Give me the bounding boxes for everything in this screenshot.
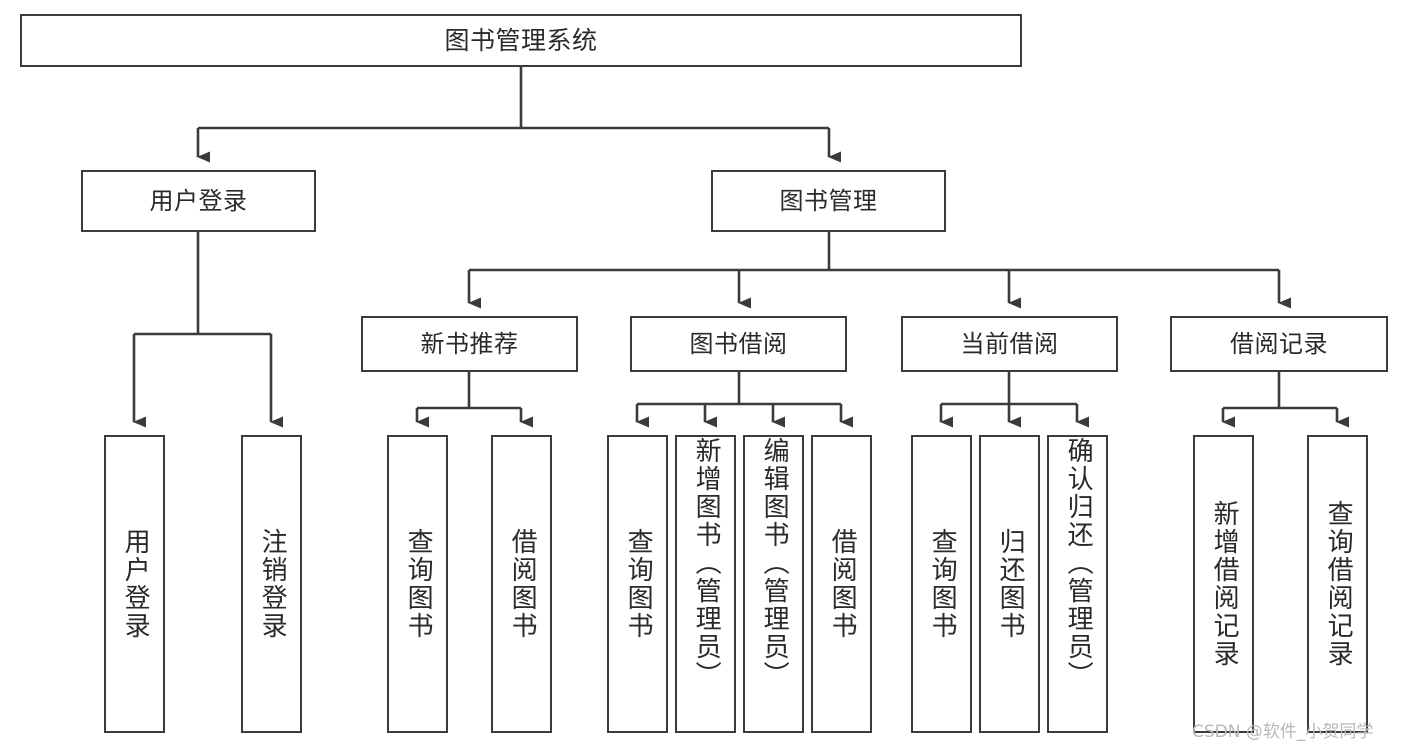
watermark: CSDN @软件_小贺同学 [1192,717,1373,742]
leaf-return-book-label: 归还图书 [995,528,1026,640]
watermark-text: CSDN @软件_小贺同学 [1192,722,1374,742]
node-borrow-records-label: 借阅记录 [1230,330,1328,358]
leaf-return-book[interactable]: 归还图书 [979,435,1040,733]
node-user-login-label: 用户登录 [149,187,248,215]
leaf-query-book-borrow-label: 查询图书 [623,528,654,640]
leaf-query-book-current-label: 查询图书 [927,528,958,640]
leaf-borrow-book-recommend[interactable]: 借阅图书 [491,435,552,733]
node-new-book-recommend[interactable]: 新书推荐 [361,316,578,372]
leaf-query-borrow-record-label: 查询借阅记录 [1323,500,1354,668]
leaf-borrow-book-recommend-label: 借阅图书 [507,528,538,640]
leaf-add-book-admin[interactable]: 新增图书（管理员） [675,435,736,733]
leaf-edit-book-admin-label: 编辑图书（管理员） [759,437,790,689]
leaf-logout-label: 注销登录 [257,528,288,640]
node-book-management[interactable]: 图书管理 [711,170,946,232]
node-new-book-recommend-label: 新书推荐 [420,330,519,358]
node-user-login[interactable]: 用户登录 [81,170,316,232]
leaf-query-book-recommend[interactable]: 查询图书 [387,435,448,733]
leaf-borrow-book-label: 借阅图书 [827,528,858,640]
leaf-query-book-borrow[interactable]: 查询图书 [607,435,668,733]
leaf-user-login[interactable]: 用户登录 [104,435,165,733]
node-current-borrow[interactable]: 当前借阅 [901,316,1118,372]
leaf-user-login-label: 用户登录 [120,528,151,640]
node-book-management-label: 图书管理 [779,187,878,215]
node-current-borrow-label: 当前借阅 [960,330,1059,358]
leaf-add-book-admin-label: 新增图书（管理员） [691,437,722,689]
leaf-add-borrow-record-label: 新增借阅记录 [1209,500,1240,668]
leaf-confirm-return-admin-label: 确认归还（管理员） [1063,437,1094,689]
node-root[interactable]: 图书管理系统 [20,14,1022,67]
leaf-query-book-current[interactable]: 查询图书 [911,435,972,733]
leaf-edit-book-admin[interactable]: 编辑图书（管理员） [743,435,804,733]
node-borrow-records[interactable]: 借阅记录 [1170,316,1388,372]
leaf-borrow-book[interactable]: 借阅图书 [811,435,872,733]
leaf-query-book-recommend-label: 查询图书 [403,528,434,640]
node-book-borrow[interactable]: 图书借阅 [630,316,847,372]
leaf-logout[interactable]: 注销登录 [241,435,302,733]
node-book-borrow-label: 图书借阅 [689,330,788,358]
leaf-confirm-return-admin[interactable]: 确认归还（管理员） [1047,435,1108,733]
node-root-label: 图书管理系统 [444,26,598,55]
leaf-query-borrow-record[interactable]: 查询借阅记录 [1307,435,1368,733]
leaf-add-borrow-record[interactable]: 新增借阅记录 [1193,435,1254,733]
